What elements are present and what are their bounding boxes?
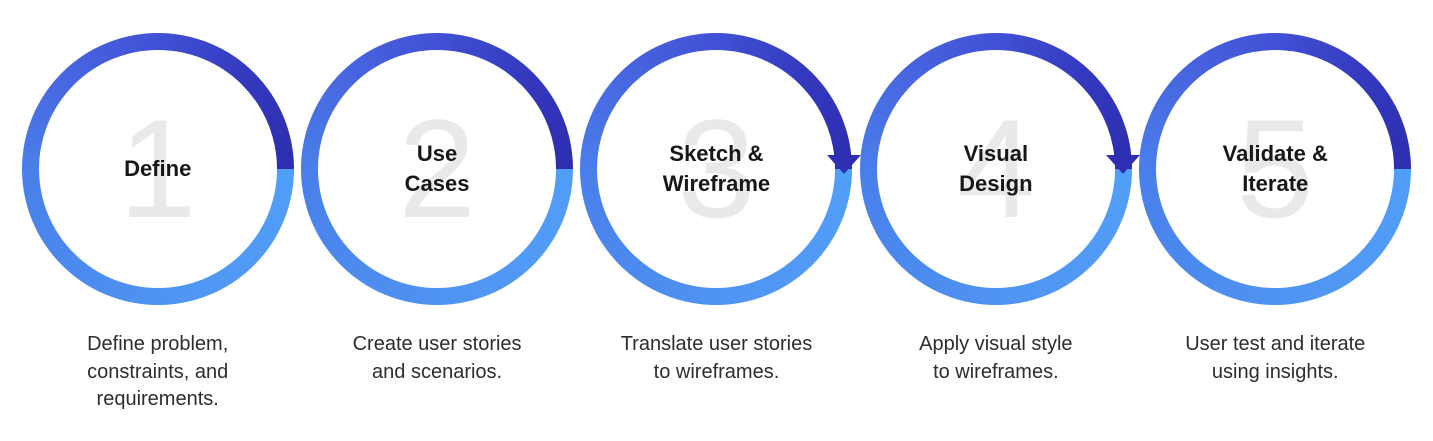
step-number: 2 xyxy=(398,90,477,247)
progress-ring xyxy=(301,33,574,305)
progress-ring xyxy=(1139,33,1412,305)
arrow-down-icon xyxy=(826,155,861,174)
step-description: Define problem, constraints, and require… xyxy=(87,333,229,411)
step-5-validate-iterate: 5 Validate & Iterate User test and itera… xyxy=(1136,0,1415,441)
step-description: Translate user stories to wireframes. xyxy=(620,333,813,383)
step-3-circle: 3 Sketch & Wireframe xyxy=(580,33,861,305)
step-number: 4 xyxy=(956,90,1035,247)
step-description: Create user stories and scenarios. xyxy=(352,333,522,383)
progress-ring xyxy=(859,33,1132,305)
step-title: Validate & Iterate xyxy=(1222,141,1328,196)
step-description: User test and iterate using insights. xyxy=(1185,333,1366,383)
step-4-circle: 4 Visual Design xyxy=(859,33,1141,305)
step-title: Use Cases xyxy=(404,141,470,196)
step-2-circle: 2 Use Cases xyxy=(301,33,574,305)
step-title: Sketch & Wireframe xyxy=(662,141,771,196)
step-number: 5 xyxy=(1236,90,1315,247)
progress-ring xyxy=(21,33,294,305)
arrow-down-icon xyxy=(1106,155,1141,174)
step-1-circle: 1 Define xyxy=(21,33,294,305)
step-1-define: 1 Define Define problem, constraints, an… xyxy=(18,0,297,441)
step-4-visual-design: 4 Visual Design Apply visual style to wi… xyxy=(856,0,1141,441)
step-number: 3 xyxy=(677,90,756,247)
step-description: Apply visual style to wireframes. xyxy=(919,333,1073,383)
progress-ring xyxy=(580,33,853,305)
step-5-circle: 5 Validate & Iterate xyxy=(1139,33,1412,305)
step-title: Define xyxy=(124,156,192,182)
step-2-use-cases: 2 Use Cases Create user stories and scen… xyxy=(297,0,576,441)
step-number: 1 xyxy=(118,90,197,247)
step-3-sketch-wireframe: 3 Sketch & Wireframe Translate user stor… xyxy=(577,0,861,441)
step-title: Visual Design xyxy=(959,141,1033,196)
